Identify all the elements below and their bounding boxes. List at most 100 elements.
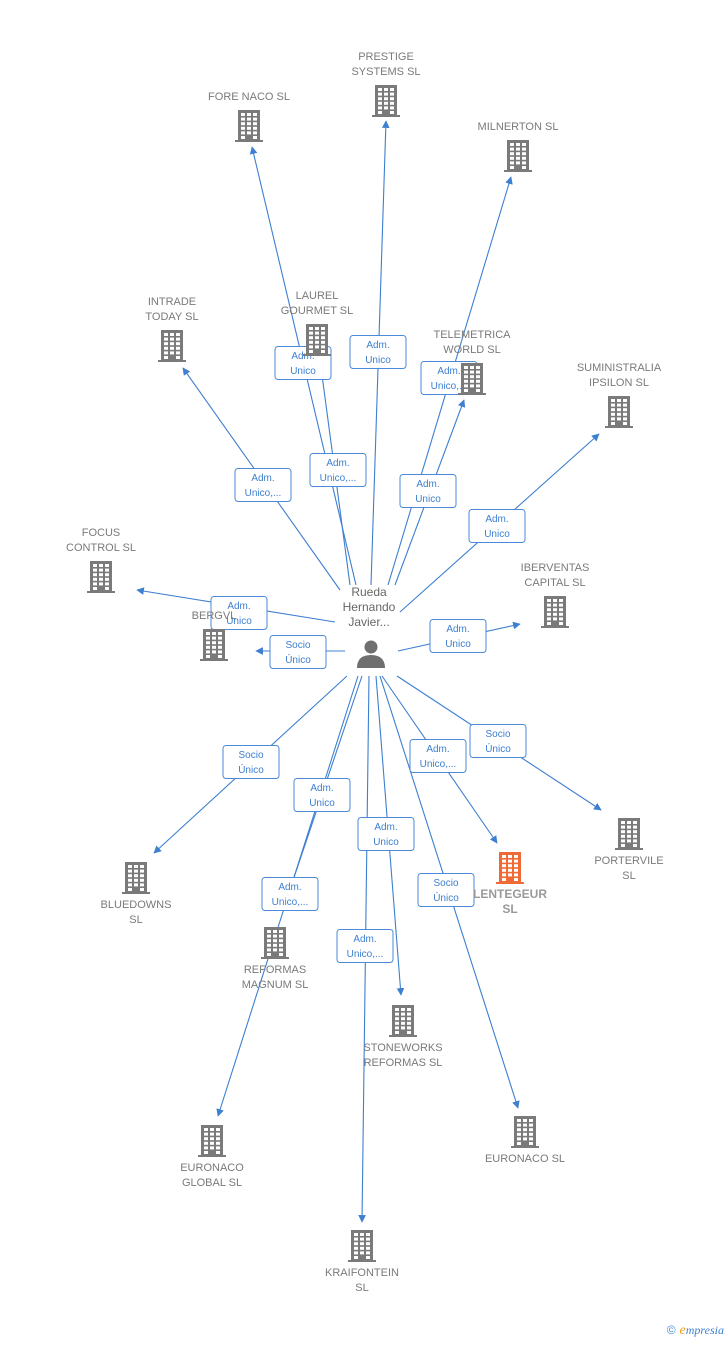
brand-logo-initial: e [679,1323,686,1338]
edge-label-line: Unico,... [431,381,468,392]
node-label-line: BLUEDOWNS [101,899,172,911]
building-icon [615,818,643,850]
node-kraifontein[interactable]: KRAIFONTEIN SL [325,1230,399,1294]
edge-label-line: Socio [285,640,310,651]
node-label-line: SYSTEMS SL [351,66,420,78]
node-label-line: STONEWORKS [363,1042,442,1054]
building-icon [235,110,263,142]
edge-label-line: Unico,... [245,488,282,499]
building-icon [303,324,331,356]
node-label-line: CAPITAL SL [524,577,585,589]
building-icon [198,1125,226,1157]
node-euronaco-global[interactable]: EURONACO GLOBAL SL [180,1125,244,1189]
node-label-line: FOCUS [82,527,121,539]
edge-label-line: Adm. [310,783,333,794]
node-label-line: SL [622,870,635,882]
building-icon [511,1116,539,1148]
edge-label-laurel-gourmet[interactable]: Adm.Unico,... [309,453,367,487]
node-label-line: MILNERTON SL [478,121,559,133]
edge-label-line: Unico [309,798,335,809]
building-icon [122,862,150,894]
node-label-line: MAGNUM SL [242,979,309,991]
edge-label-line: Adm. [326,458,349,469]
edge-label-iberventas-capital[interactable]: Adm. Unico [429,619,487,653]
node-label-line: GLOBAL SL [182,1177,242,1189]
node-label-line: PORTERVILE [594,855,663,867]
node-label-line: REFORMAS [244,964,306,976]
building-icon [200,629,228,661]
node-label-line: LENTEGEUR [473,887,547,901]
edge-label-line: Adm. [374,822,397,833]
building-icon [496,852,524,884]
building-icon [389,1005,417,1037]
edge-label-line: Único [485,742,511,755]
edge-label-line: Único [238,763,264,776]
node-telemetrica-world[interactable]: TELEMETRICA WORLD SL [433,329,511,395]
edge-label-line: Unico [445,639,471,650]
building-icon [372,85,400,117]
node-label-line: SL [355,1282,368,1294]
edge-label-line: Adm. [278,882,301,893]
edge-label-line: Adm. [446,624,469,635]
edge-label-kraifontein[interactable]: Adm.Unico,... [336,929,394,963]
edge-label-line: Socio [238,750,263,761]
node-label-line: SUMINISTRALIA [577,362,662,374]
edge-label-stoneworks-reformas[interactable]: Adm. Unico [357,817,415,851]
node-label-line: LAUREL [296,290,339,302]
node-bergvl[interactable]: BERGVL [192,610,237,661]
node-portervile[interactable]: PORTERVILE SL [594,818,664,882]
center-person-label-line: Hernando [343,600,396,614]
edge-label-focus-control[interactable]: Adm. Unico [210,596,268,630]
edge-label-euronaco-global[interactable]: Adm.Unico,... [261,877,319,911]
edge-label-lentegeur[interactable]: Adm.Unico,... [409,739,467,773]
edge-label-line: Socio [433,878,458,889]
building-icon [605,396,633,428]
edge-label-milnerton[interactable]: Adm.Unico [399,474,457,508]
edge-label-intrade-today[interactable]: Adm. Unico,... [234,468,292,502]
edge-label-line: Adm. [437,366,460,377]
building-icon [348,1230,376,1262]
center-person-label-line: Javier... [348,615,389,629]
center-person-label-line: Rueda [351,585,387,599]
edge-label-line: Único [433,891,459,904]
node-label-line: IBERVENTAS [521,562,590,574]
edge-label-reformas-magnum[interactable]: Adm. Unico [293,778,351,812]
edge-label-suministralia-ipsilon[interactable]: Adm.Unico [468,509,526,543]
node-euronaco[interactable]: EURONACO SL [485,1116,565,1165]
node-label-line: SL [129,914,142,926]
node-label-line: SL [502,902,517,916]
center-person-node[interactable]: RuedaHernandoJavier... [343,585,396,668]
edge-label-line: Unico [373,837,399,848]
node-label-line: EURONACO [180,1162,244,1174]
node-label-line: TELEMETRICA [433,329,511,341]
node-label-line: WORLD SL [443,344,500,356]
edge-label-line: Unico [226,616,252,627]
node-iberventas-capital[interactable]: IBERVENTAS CAPITAL SL [521,562,590,628]
node-label-line: KRAIFONTEIN [325,1267,399,1279]
person-icon [357,640,385,668]
edge-label-line: Adm. [227,601,250,612]
edge-label-line: Adm. [291,351,314,362]
building-icon [458,363,486,395]
edge-label-prestige-systems[interactable]: Adm.Unico [349,335,407,369]
node-milnerton[interactable]: MILNERTON SL [478,121,559,172]
node-label-line: TODAY SL [145,311,198,323]
building-icon [261,927,289,959]
building-icon [504,140,532,172]
edge-label-line: Adm. [251,473,274,484]
node-reformas-magnum[interactable]: REFORMAS MAGNUM SL [242,927,309,991]
node-fore-naco[interactable]: FORE NACO SL [208,91,290,142]
node-bluedowns[interactable]: BLUEDOWNS SL [101,862,172,926]
